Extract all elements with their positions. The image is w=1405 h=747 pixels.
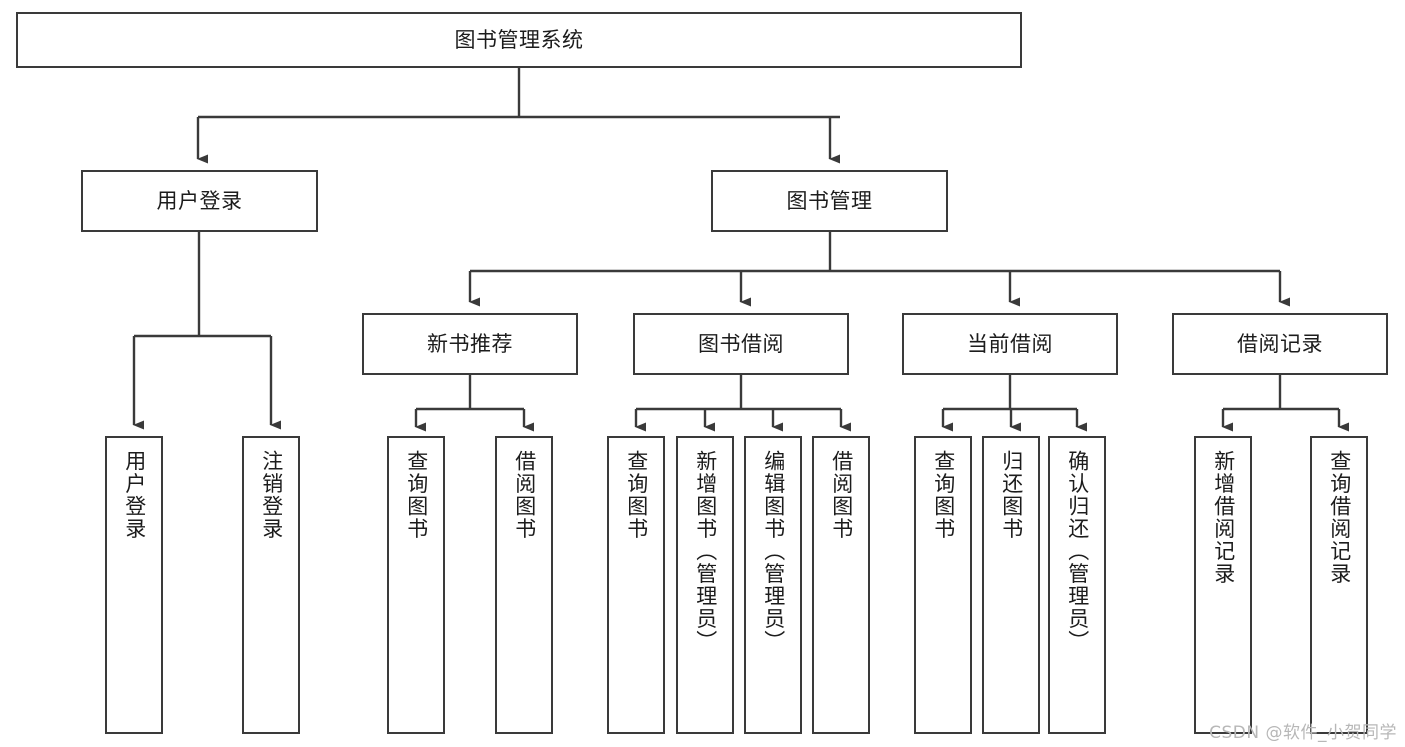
leaf-book-borrow-3[interactable]: 编辑图书（管理员） — [744, 436, 802, 734]
node-root-label: 图书管理系统 — [454, 27, 584, 52]
node-book-management[interactable]: 图书管理 — [711, 170, 948, 232]
node-borrow-record-label: 借阅记录 — [1237, 331, 1323, 356]
node-current-borrow[interactable]: 当前借阅 — [902, 313, 1118, 375]
leaf-book-borrow-4[interactable]: 借阅图书 — [812, 436, 870, 734]
leaf-borrow-record-2-label: 查询借阅记录 — [1327, 450, 1352, 585]
node-book-borrow[interactable]: 图书借阅 — [633, 313, 849, 375]
leaf-current-borrow-2[interactable]: 归还图书 — [982, 436, 1040, 734]
node-new-book-recommend-label: 新书推荐 — [427, 331, 513, 356]
node-new-book-recommend[interactable]: 新书推荐 — [362, 313, 578, 375]
node-user-login-label: 用户登录 — [156, 188, 243, 213]
leaf-new-book-1[interactable]: 查询图书 — [387, 436, 445, 734]
leaf-book-borrow-2-label: 新增图书（管理员） — [693, 450, 718, 653]
leaf-book-borrow-1[interactable]: 查询图书 — [607, 436, 665, 734]
node-book-management-label: 图书管理 — [786, 188, 873, 213]
leaf-user-login-2[interactable]: 注销登录 — [242, 436, 300, 734]
leaf-new-book-1-label: 查询图书 — [404, 450, 429, 540]
leaf-current-borrow-3[interactable]: 确认归还（管理员） — [1048, 436, 1106, 734]
leaf-new-book-2-label: 借阅图书 — [512, 450, 537, 540]
leaf-book-borrow-2[interactable]: 新增图书（管理员） — [676, 436, 734, 734]
leaf-user-login-1-label: 用户登录 — [122, 450, 147, 540]
leaf-user-login-1[interactable]: 用户登录 — [105, 436, 163, 734]
leaf-current-borrow-1[interactable]: 查询图书 — [914, 436, 972, 734]
leaf-book-borrow-4-label: 借阅图书 — [829, 450, 854, 540]
leaf-borrow-record-2[interactable]: 查询借阅记录 — [1310, 436, 1368, 734]
leaf-current-borrow-1-label: 查询图书 — [931, 450, 956, 540]
node-current-borrow-label: 当前借阅 — [967, 331, 1053, 356]
leaf-borrow-record-1-label: 新增借阅记录 — [1211, 450, 1236, 585]
leaf-current-borrow-2-label: 归还图书 — [999, 450, 1024, 540]
leaf-user-login-2-label: 注销登录 — [259, 450, 284, 540]
leaf-borrow-record-1[interactable]: 新增借阅记录 — [1194, 436, 1252, 734]
leaf-book-borrow-3-label: 编辑图书（管理员） — [761, 450, 786, 653]
leaf-book-borrow-1-label: 查询图书 — [624, 450, 649, 540]
node-user-login[interactable]: 用户登录 — [81, 170, 318, 232]
leaf-current-borrow-3-label: 确认归还（管理员） — [1065, 450, 1090, 653]
leaf-new-book-2[interactable]: 借阅图书 — [495, 436, 553, 734]
node-borrow-record[interactable]: 借阅记录 — [1172, 313, 1388, 375]
node-book-borrow-label: 图书借阅 — [698, 331, 784, 356]
node-root[interactable]: 图书管理系统 — [16, 12, 1022, 68]
